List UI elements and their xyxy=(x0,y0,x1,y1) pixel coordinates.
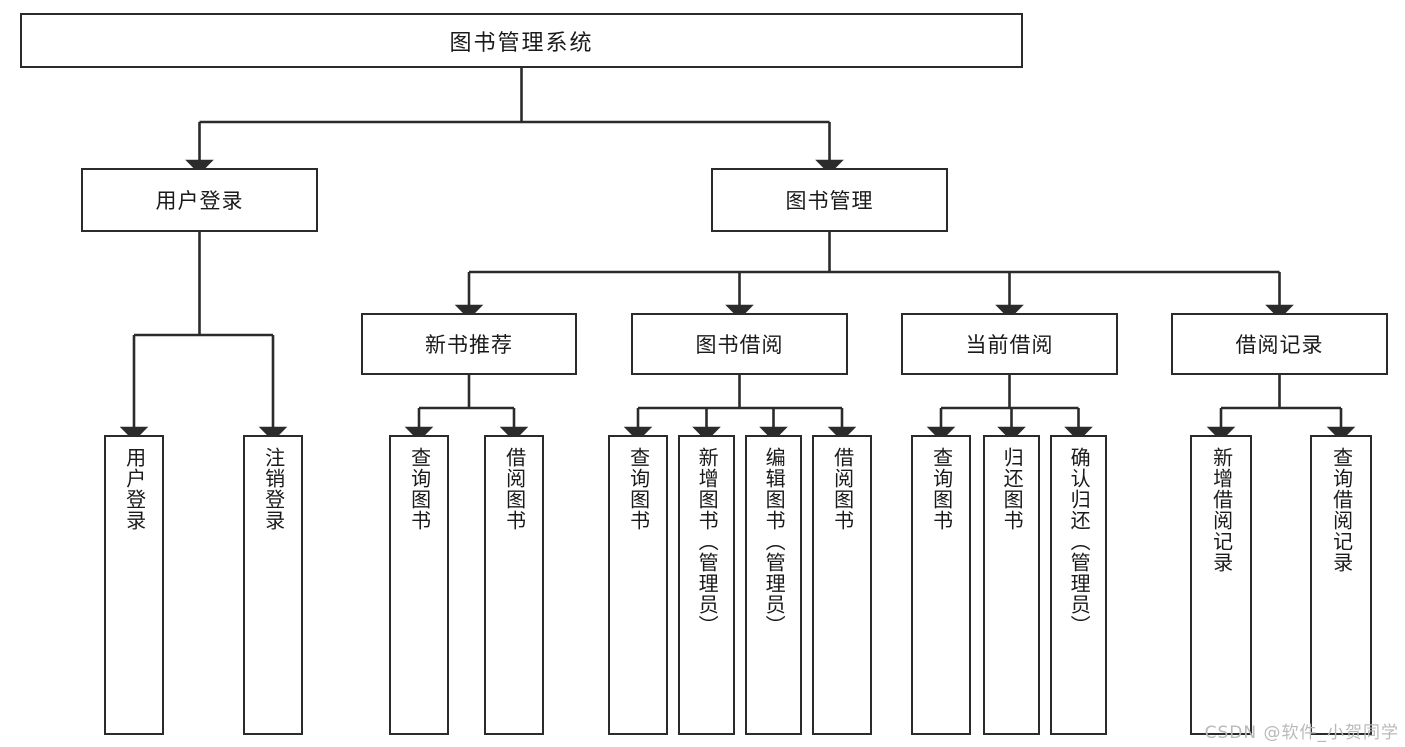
node-label: 查询图书 xyxy=(626,447,651,531)
node-leaf-user-login[interactable]: 用户登录 xyxy=(104,435,164,735)
node-label: 编辑图书（管理员） xyxy=(762,447,787,636)
node-leaf-confirm-return[interactable]: 确认归还（管理员） xyxy=(1050,435,1107,735)
node-leaf-borrow-book-2[interactable]: 借阅图书 xyxy=(812,435,872,735)
node-leaf-borrow-book-1[interactable]: 借阅图书 xyxy=(484,435,544,735)
node-label: 图书管理系统 xyxy=(449,30,594,56)
node-leaf-query-book-3[interactable]: 查询图书 xyxy=(911,435,971,735)
node-label: 新增借阅记录 xyxy=(1209,447,1234,573)
node-leaf-logout[interactable]: 注销登录 xyxy=(243,435,303,735)
node-label: 查询图书 xyxy=(407,447,432,531)
node-label: 新书推荐 xyxy=(425,333,513,357)
node-leaf-edit-book[interactable]: 编辑图书（管理员） xyxy=(745,435,802,735)
node-root-system[interactable]: 图书管理系统 xyxy=(20,13,1023,68)
node-borrow-record[interactable]: 借阅记录 xyxy=(1171,313,1388,375)
node-label: 注销登录 xyxy=(261,447,286,531)
node-label: 用户登录 xyxy=(155,189,244,213)
node-label: 图书借阅 xyxy=(695,333,784,357)
node-leaf-query-book-2[interactable]: 查询图书 xyxy=(608,435,668,735)
node-leaf-add-book[interactable]: 新增图书（管理员） xyxy=(678,435,735,735)
node-label: 查询图书 xyxy=(929,447,954,531)
node-label: 当前借阅 xyxy=(965,333,1054,357)
node-label: 借阅记录 xyxy=(1235,333,1324,357)
node-label: 用户登录 xyxy=(122,447,147,531)
node-leaf-query-record[interactable]: 查询借阅记录 xyxy=(1310,435,1372,735)
node-user-login[interactable]: 用户登录 xyxy=(81,168,318,232)
node-new-book-recommend[interactable]: 新书推荐 xyxy=(361,313,577,375)
node-leaf-add-record[interactable]: 新增借阅记录 xyxy=(1190,435,1252,735)
node-label: 归还图书 xyxy=(1000,447,1025,531)
node-leaf-query-book-1[interactable]: 查询图书 xyxy=(389,435,449,735)
node-label: 借阅图书 xyxy=(502,447,527,531)
node-label: 新增图书（管理员） xyxy=(695,447,720,636)
node-book-borrow[interactable]: 图书借阅 xyxy=(631,313,848,375)
node-label: 确认归还（管理员） xyxy=(1067,447,1092,636)
node-leaf-return-book[interactable]: 归还图书 xyxy=(983,435,1040,735)
node-current-borrow[interactable]: 当前借阅 xyxy=(901,313,1118,375)
node-label: 借阅图书 xyxy=(830,447,855,531)
node-label: 图书管理 xyxy=(785,189,874,213)
node-label: 查询借阅记录 xyxy=(1329,447,1354,573)
node-book-manage[interactable]: 图书管理 xyxy=(711,168,948,232)
